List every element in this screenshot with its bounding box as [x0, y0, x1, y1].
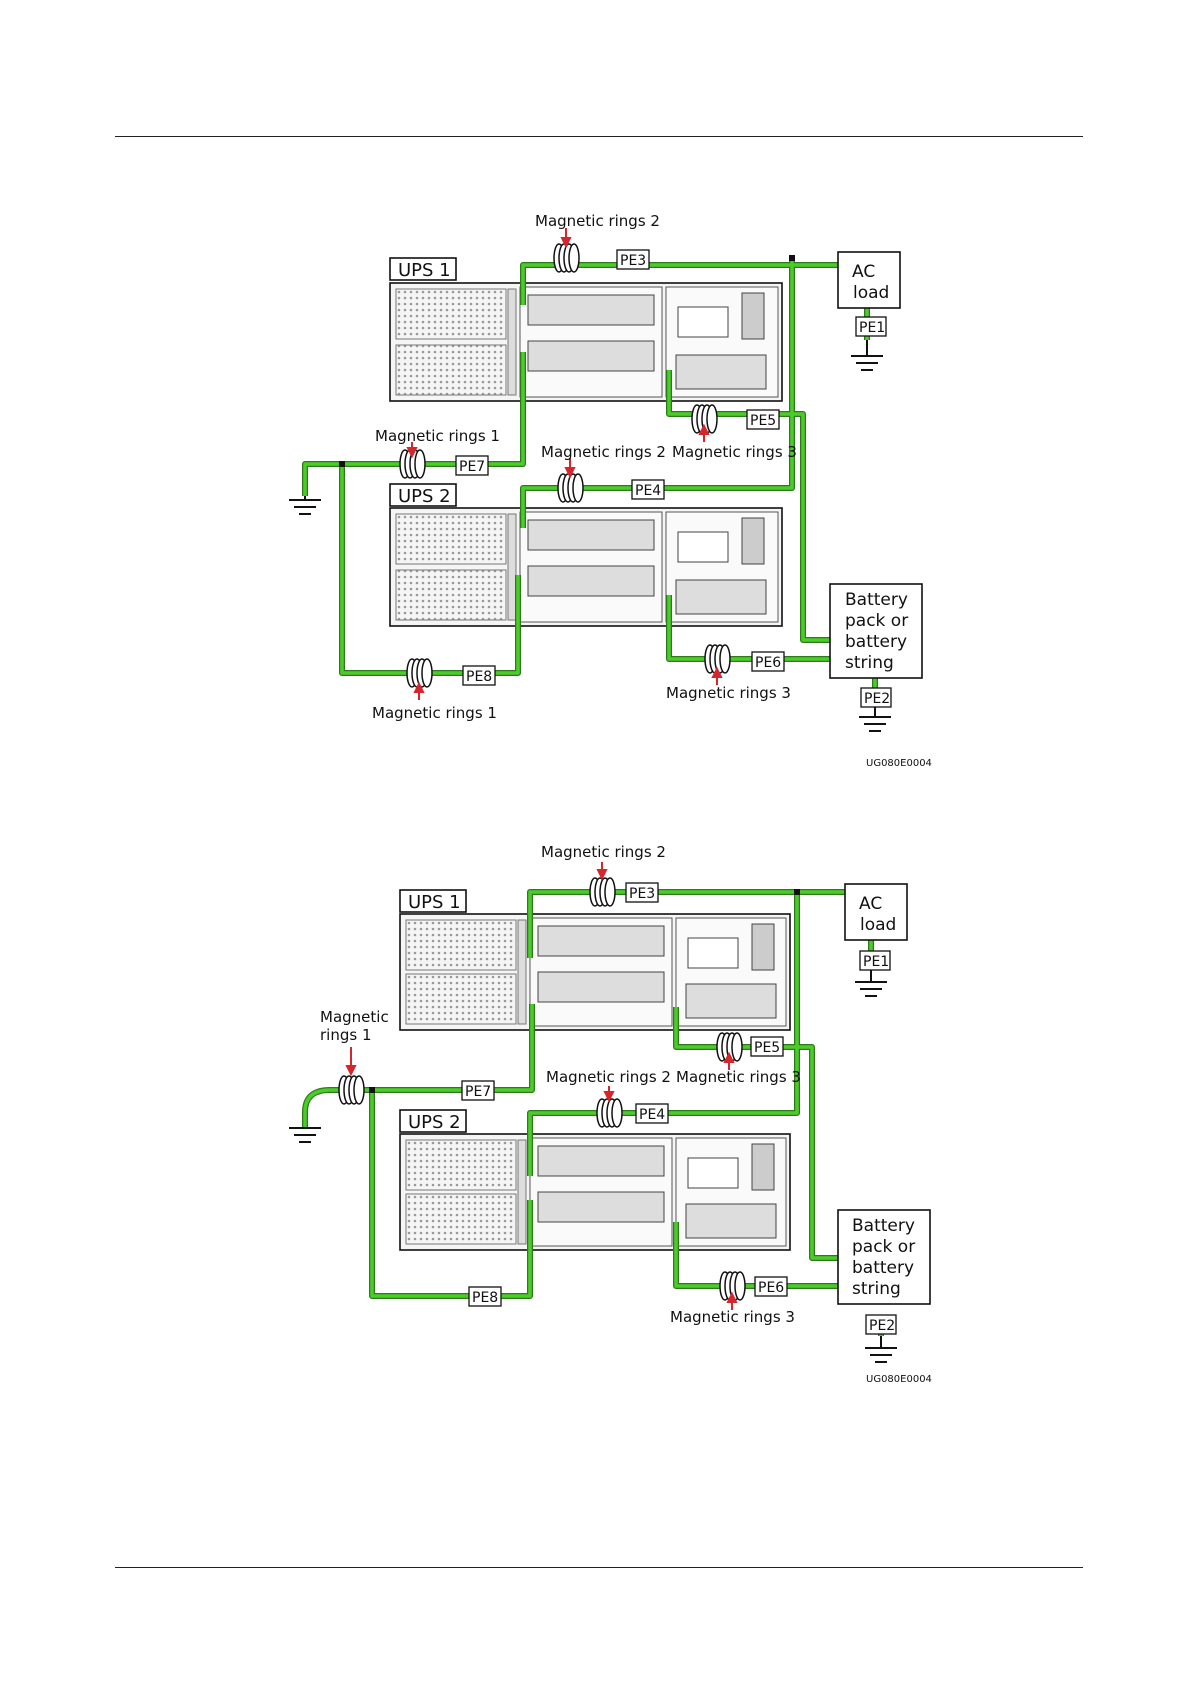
- battery-line-2: pack or: [845, 611, 908, 631]
- ground-symbols-2: [289, 968, 897, 1363]
- ring1-left-label-2-line-2: rings 1: [320, 1026, 372, 1044]
- ring-labels-1: Magnetic rings 2 Magnetic rings 1 Magnet…: [372, 212, 797, 722]
- ring2-mid-label-2: Magnetic rings 2: [546, 1068, 671, 1086]
- battery-box-2: [837, 1209, 931, 1305]
- footer-rule: [115, 1567, 1083, 1568]
- ring3-bottom-label: Magnetic rings 3: [666, 684, 791, 702]
- pe3-tag-2: PE3: [629, 886, 655, 902]
- battery-2-line-1: Battery: [852, 1216, 915, 1236]
- ups-2-label: UPS 2: [398, 486, 451, 507]
- pe-tags-1: PE1 PE2 PE3 PE4 PE5 PE6 PE7 PE8: [455, 249, 892, 708]
- ring-arrows-1: [406, 228, 723, 700]
- ring3-mid-label-2: Magnetic rings 3: [676, 1068, 801, 1086]
- ac-load-line-2: load: [853, 283, 889, 303]
- ring1-left-label-2-line-1: Magnetic: [320, 1008, 389, 1026]
- ups-2-label-2: UPS 2: [408, 1112, 461, 1133]
- magnetic-rings-1: [399, 243, 731, 688]
- ring3-bottom-label-2: Magnetic rings 3: [670, 1308, 795, 1326]
- pe2-tag-2: PE2: [869, 1318, 895, 1334]
- battery-2-line-4: string: [852, 1279, 901, 1299]
- header-rule: [115, 136, 1083, 137]
- pe-tags-2: PE1 PE2 PE3 PE4 PE5 PE6 PE7 PE8: [461, 882, 897, 1335]
- ups-1-label: UPS 1: [398, 260, 451, 281]
- diagram-1: UPS 1 UPS 2 AC load Battery pack or batt…: [289, 212, 932, 769]
- ring-labels-2: Magnetic rings 2 Magnetic rings 1 Magnet…: [320, 843, 801, 1326]
- ups-1-unit: [389, 282, 783, 402]
- pe8-tag-2: PE8: [472, 1290, 498, 1306]
- pe3-tag: PE3: [620, 253, 646, 269]
- ups-1-label-box: [389, 257, 457, 281]
- diagram-code-2: UG080E0004: [866, 1374, 932, 1385]
- ac-load-2-line-2: load: [860, 915, 896, 935]
- ups-2-unit-2: [399, 1133, 791, 1251]
- pe8-tag: PE8: [466, 669, 492, 685]
- ring2-mid-label: Magnetic rings 2: [541, 443, 666, 461]
- pe4-tag-2: PE4: [639, 1107, 665, 1123]
- ring1-upper-label: Magnetic rings 1: [375, 427, 500, 445]
- ac-load-line-1: AC: [852, 262, 875, 282]
- battery-line-4: string: [845, 653, 894, 673]
- battery-2-line-3: battery: [852, 1258, 914, 1278]
- battery-line-3: battery: [845, 632, 907, 652]
- pe7-tag: PE7: [459, 459, 485, 475]
- pe1-tag-2: PE1: [863, 954, 889, 970]
- pe1-tag: PE1: [859, 320, 885, 336]
- pe4-tag: PE4: [635, 483, 661, 499]
- magnetic-rings-2: [338, 877, 746, 1301]
- ring1-bottom-label: Magnetic rings 1: [372, 704, 497, 722]
- ring3-mid-label: Magnetic rings 3: [672, 443, 797, 461]
- pe2-tag: PE2: [864, 691, 890, 707]
- ups-2-unit: [389, 507, 783, 627]
- pe5-tag-2: PE5: [754, 1040, 780, 1056]
- diagram-2: UPS 1 UPS 2 AC load Battery pack or batt…: [289, 843, 932, 1385]
- ac-load-box-2: [844, 883, 908, 941]
- ring-arrows-2: [345, 862, 738, 1310]
- ac-load-box: [837, 251, 901, 309]
- pe6-tag: PE6: [755, 655, 781, 671]
- pe7-tag-2: PE7: [465, 1084, 491, 1100]
- battery-2-line-2: pack or: [852, 1237, 915, 1257]
- diagram-code-1: UG080E0004: [866, 758, 932, 769]
- ups-2-label-box: [389, 483, 457, 507]
- pe5-tag: PE5: [750, 413, 776, 429]
- ring2-top-label-2: Magnetic rings 2: [541, 843, 666, 861]
- pe6-tag-2: PE6: [758, 1280, 784, 1296]
- ring2-top-label: Magnetic rings 2: [535, 212, 660, 230]
- ups-1-label-2: UPS 1: [408, 892, 461, 913]
- battery-line-1: Battery: [845, 590, 908, 610]
- ups-1-label-box-2: [399, 889, 467, 913]
- ac-load-2-line-1: AC: [859, 894, 882, 914]
- ups-2-label-box-2: [399, 1109, 467, 1133]
- ups-1-unit-2: [399, 913, 791, 1031]
- battery-box: [829, 583, 923, 679]
